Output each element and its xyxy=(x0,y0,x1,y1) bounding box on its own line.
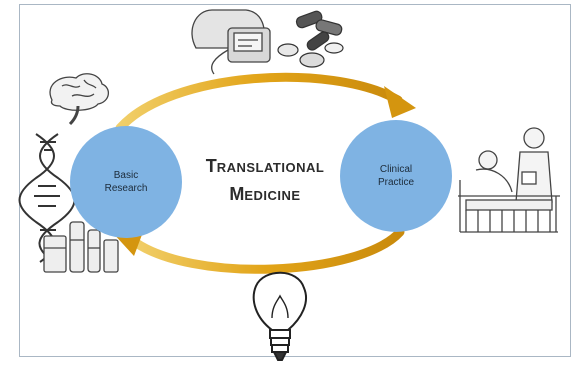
title-line-2-rest: EDICINE xyxy=(244,188,301,203)
arrowhead-to-clinical xyxy=(384,86,416,118)
brain-icon xyxy=(49,73,109,126)
node-basic-line2: Research xyxy=(104,183,148,194)
node-clinical-line1: Clinical xyxy=(379,164,413,175)
lab-glassware-icon xyxy=(43,221,119,273)
title-line-1: TRANSLATIONAL xyxy=(180,153,350,181)
node-basic-line1: Basic xyxy=(113,170,139,181)
pills-icon xyxy=(277,10,344,68)
title-line-2-initial: M xyxy=(229,184,245,204)
arrow-clinical-to-basic xyxy=(127,227,405,274)
blood-pressure-monitor-icon xyxy=(191,9,271,75)
patient-doctor-bed-icon xyxy=(458,127,560,233)
node-clinical-line2: Practice xyxy=(377,177,415,188)
node-basic-research: Basic Research xyxy=(70,126,182,238)
light-bulb-icon xyxy=(252,271,307,361)
title-line-1-rest: RANSLATIONAL xyxy=(216,160,325,175)
diagram-title: TRANSLATIONAL MEDICINE xyxy=(180,153,350,209)
arrow-basic-to-clinical xyxy=(115,72,403,133)
node-clinical-practice: Clinical Practice xyxy=(340,120,452,232)
title-line-1-initial: T xyxy=(205,156,217,176)
title-line-2: MEDICINE xyxy=(180,181,350,209)
